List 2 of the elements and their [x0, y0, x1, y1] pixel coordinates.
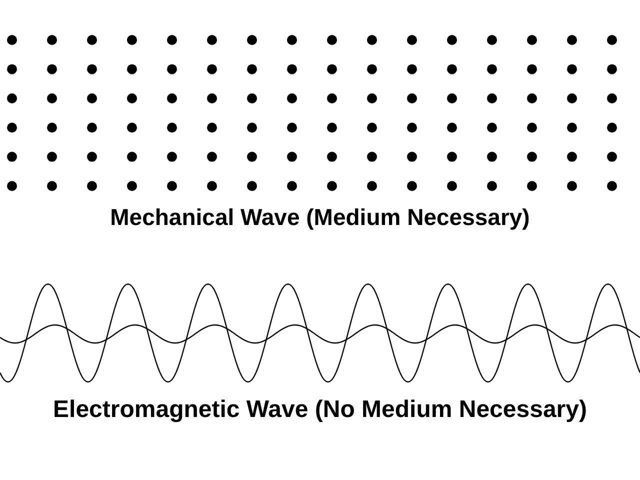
caption-text: Electromagnetic Wave (No Medium Necessary) — [53, 395, 587, 425]
caption-text: Mechanical Wave (Medium Necessary) — [110, 203, 530, 231]
